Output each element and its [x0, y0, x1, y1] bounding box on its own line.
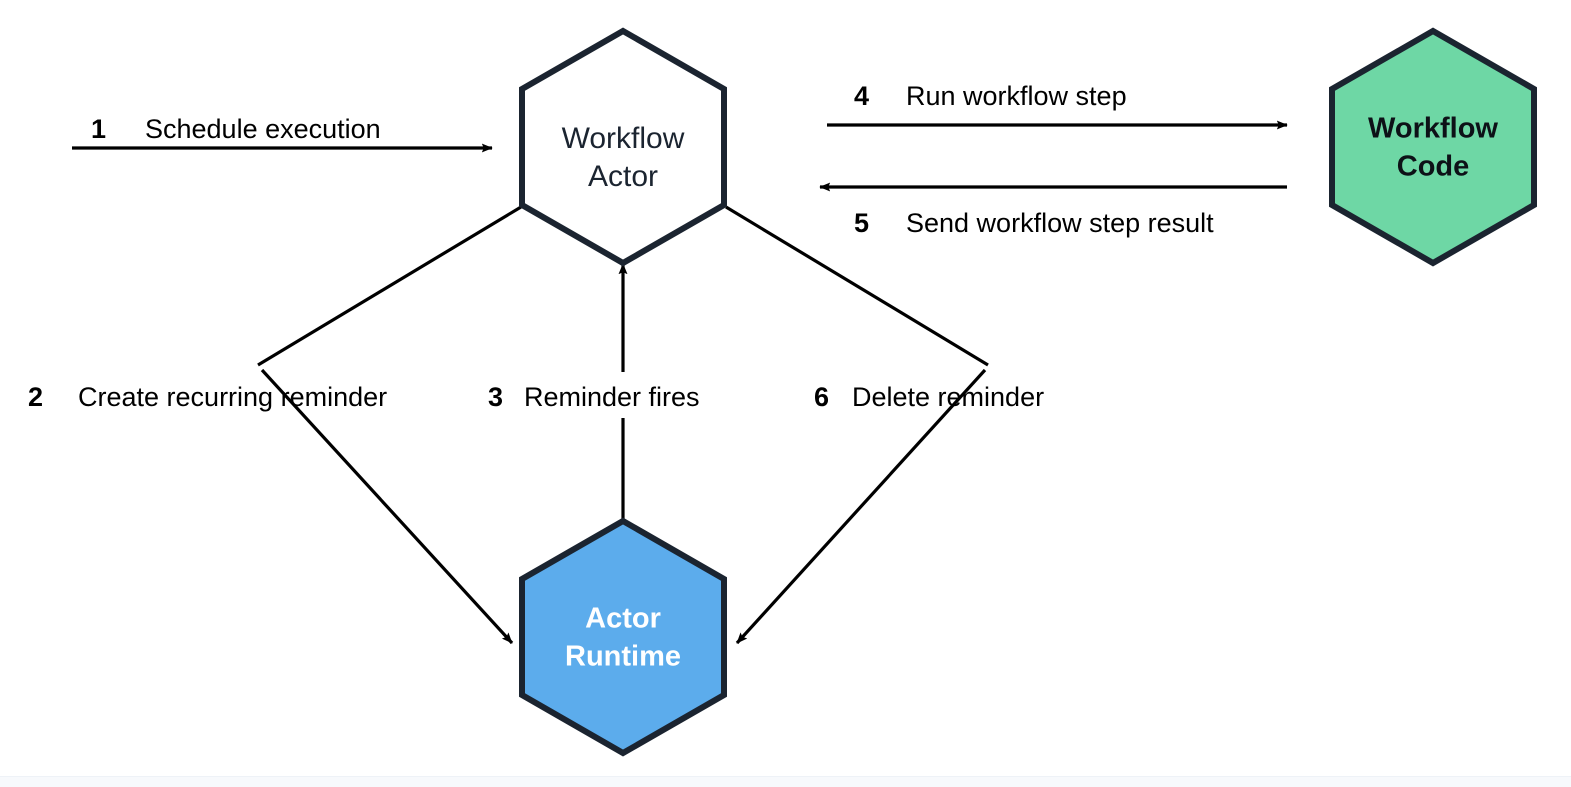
edge-5-number: 5 — [854, 208, 869, 238]
workflow-code-label-line1: Workflow — [1368, 113, 1498, 145]
edge-3-label: 3 Reminder fires — [488, 382, 700, 412]
edge-6-text: Delete reminder — [852, 382, 1044, 412]
node-workflow-code[interactable]: Workflow Code — [1329, 27, 1537, 267]
workflow-code-label-line2: Code — [1397, 151, 1470, 183]
edge-3-number: 3 — [488, 382, 503, 412]
workflow-actor-label-line1: Workflow — [562, 122, 685, 155]
edge-6-number: 6 — [814, 382, 829, 412]
edge-2-text: Create recurring reminder — [78, 382, 387, 412]
edge-1-number: 1 — [91, 114, 106, 144]
edge-6-arrow-upper — [725, 205, 989, 367]
edge-3-text: Reminder fires — [524, 382, 700, 412]
node-workflow-actor[interactable]: Workflow Actor — [519, 27, 727, 267]
edge-5-label: 5 Send workflow step result — [854, 208, 1214, 238]
edge-2-arrow — [260, 368, 514, 645]
edge-1-text: Schedule execution — [145, 114, 381, 144]
node-actor-runtime[interactable]: Actor Runtime — [519, 517, 727, 757]
edge-2-label: 2 Create recurring reminder — [28, 382, 387, 412]
workflow-actor-label-line2: Actor — [588, 160, 658, 193]
edge-2-arrow-upper — [257, 205, 522, 367]
actor-runtime-label-line1: Actor — [585, 603, 661, 635]
edge-5-text: Send workflow step result — [906, 208, 1214, 238]
edge-6-arrow — [735, 368, 987, 645]
actor-runtime-label-line2: Runtime — [565, 641, 681, 673]
edge-4-label: 4 Run workflow step — [854, 81, 1127, 111]
edge-2-number: 2 — [28, 382, 43, 412]
edge-4-number: 4 — [854, 81, 869, 111]
workflow-code-hexagon-shape — [1329, 27, 1537, 267]
edge-1-label: 1 Schedule execution — [91, 114, 381, 144]
actor-runtime-hexagon-shape — [519, 517, 727, 757]
edge-6-label: 6 Delete reminder — [814, 382, 1044, 412]
workflow-actor-hexagon-shape — [519, 27, 727, 267]
edge-4-text: Run workflow step — [906, 81, 1127, 111]
page-bottom-strip — [0, 776, 1571, 787]
